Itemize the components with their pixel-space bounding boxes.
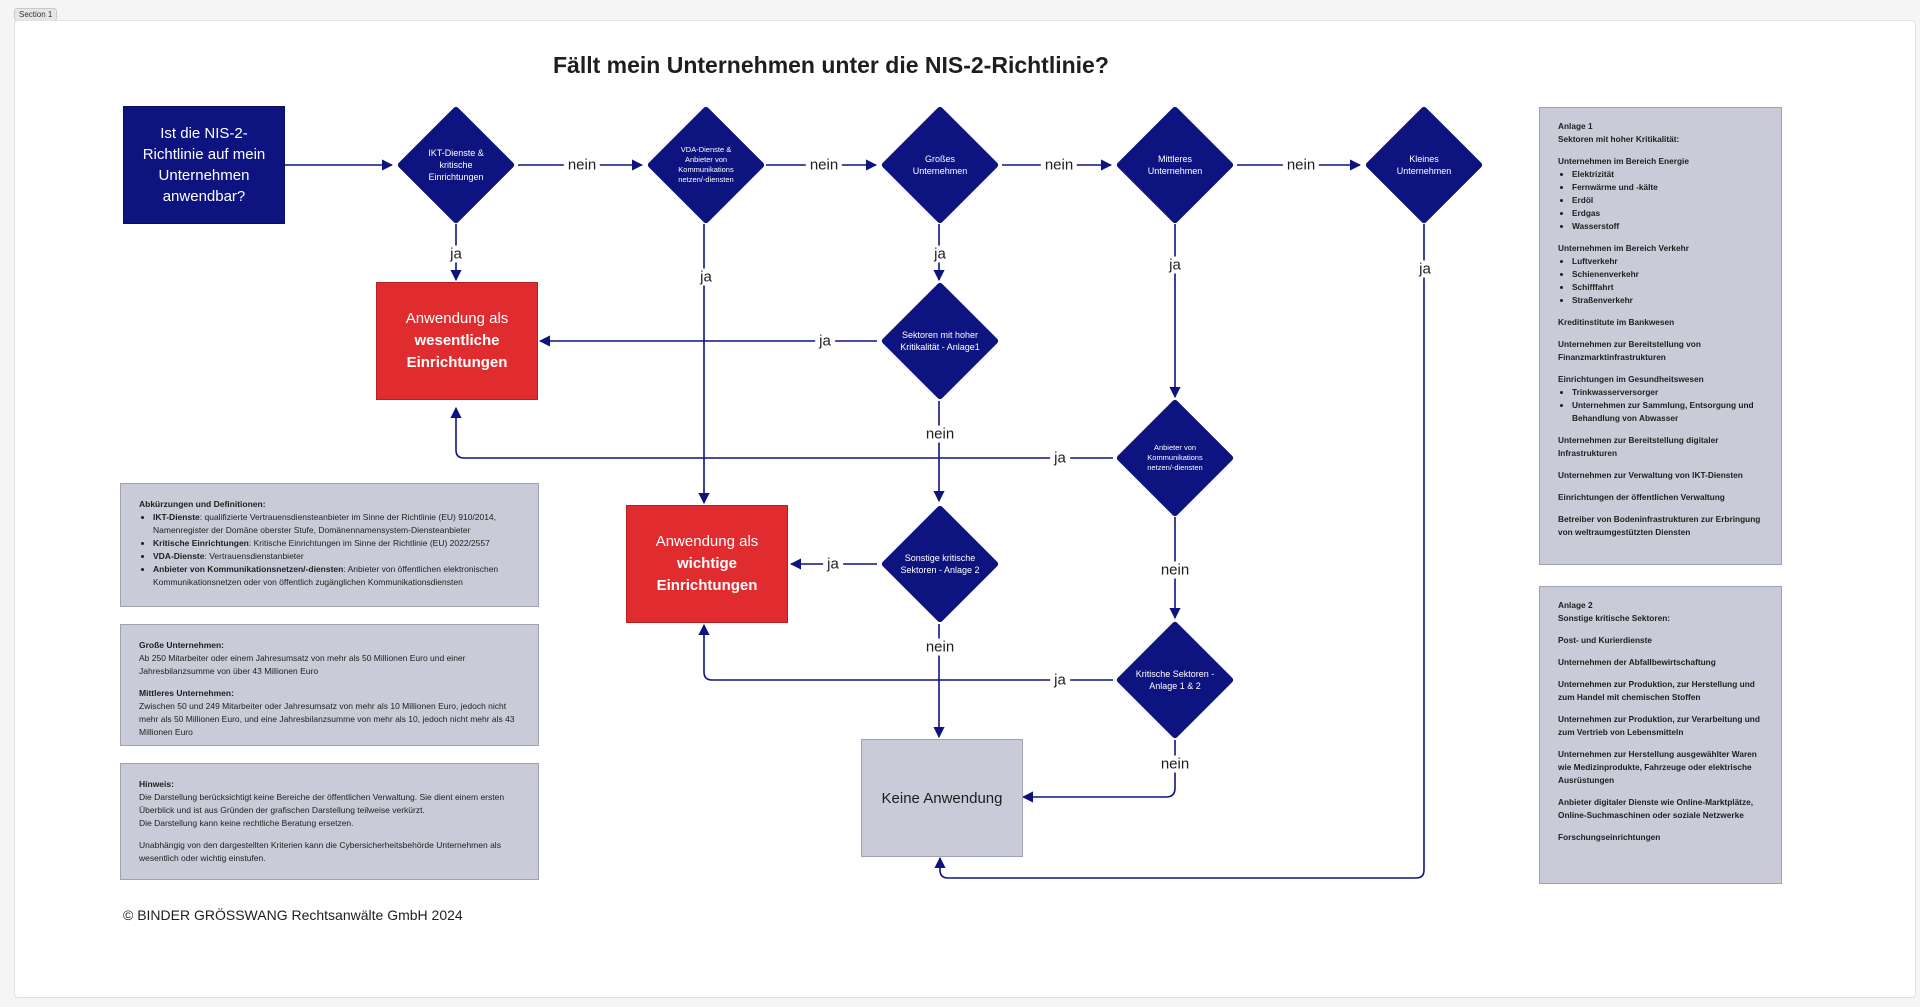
label-nein-sonstige: nein (921, 638, 959, 656)
definitions-box: Abkürzungen und Definitionen: IKT-Dienst… (120, 483, 539, 607)
decision-anbieter-komm: Anbieter von Kommunikations netzen/-dien… (1113, 398, 1237, 518)
anlage-2-box: Anlage 2 Sonstige kritische Sektoren: Po… (1539, 586, 1782, 884)
company-size-box: Große Unternehmen: Ab 250 Mitarbeiter od… (120, 624, 539, 746)
edge-klein-keine (934, 224, 1425, 879)
label-ja-sonstige: ja (823, 555, 843, 573)
decision-gross: Großes Unternehmen (878, 105, 1002, 225)
decision-sektoren-hoch: Sektoren mit hoher Kritikalität - Anlage… (878, 281, 1002, 401)
label-nein-1: nein (563, 156, 601, 174)
label-ja-sektoren: ja (815, 332, 835, 350)
label-ja-anbieter: ja (1050, 449, 1070, 467)
label-nein-kritische: nein (1156, 755, 1194, 773)
definition-item: VDA-Dienste: Vertrauensdienstanbieter (153, 550, 520, 563)
label-nein-sektoren: nein (921, 425, 959, 443)
edge-kritische-keine (1021, 740, 1176, 803)
hinweis-box: Hinweis: Die Darstellung berücksichtigt … (120, 763, 539, 880)
label-ja-klein: ja (1415, 260, 1435, 278)
decision-kritische: Kritische Sektoren - Anlage 1 & 2 (1113, 620, 1237, 740)
anlage-1-box: Anlage 1 Sektoren mit hoher Kritikalität… (1539, 107, 1782, 565)
label-nein-4: nein (1282, 156, 1320, 174)
label-nein-3: nein (1040, 156, 1078, 174)
edge-kritische-wichtig (698, 623, 1113, 681)
label-ja-ikt: ja (446, 245, 466, 263)
page-title: Fällt mein Unternehmen unter die NIS-2-R… (553, 52, 1109, 78)
outcome-wichtig: Anwendung als wichtige Einrichtungen (626, 505, 788, 623)
definition-item: IKT-Dienste: qualifizierte Vertrauensdie… (153, 511, 520, 537)
label-ja-mittel: ja (1165, 256, 1185, 274)
decision-sonstige: Sonstige kritische Sektoren - Anlage 2 (878, 504, 1002, 624)
label-nein-2: nein (805, 156, 843, 174)
definition-item: Kritische Einrichtungen: Kritische Einri… (153, 537, 520, 550)
decision-ikt: IKT-Dienste & kritische Einrichtungen (394, 105, 518, 225)
decision-klein: Kleines Unternehmen (1362, 105, 1486, 225)
copyright-notice: © BINDER GRÖSSWANG Rechtsanwälte GmbH 20… (123, 907, 463, 923)
label-ja-vda: ja (696, 268, 716, 286)
edge-anbieter-wesentlich (450, 406, 1113, 459)
label-ja-gross: ja (930, 245, 950, 263)
start-question: Ist die NIS-2-Richtlinie auf mein Untern… (123, 106, 285, 224)
outcome-wesentlich: Anwendung als wesentliche Einrichtungen (376, 282, 538, 400)
decision-mittel: Mittleres Unternehmen (1113, 105, 1237, 225)
label-ja-kritische: ja (1050, 671, 1070, 689)
outcome-keine-anwendung: Keine Anwendung (861, 739, 1023, 857)
decision-vda: VDA-Dienste & Anbieter von Kommunikation… (644, 105, 768, 225)
label-nein-anbieter: nein (1156, 561, 1194, 579)
definition-item: Anbieter von Kommunikationsnetzen/-diens… (153, 563, 520, 589)
